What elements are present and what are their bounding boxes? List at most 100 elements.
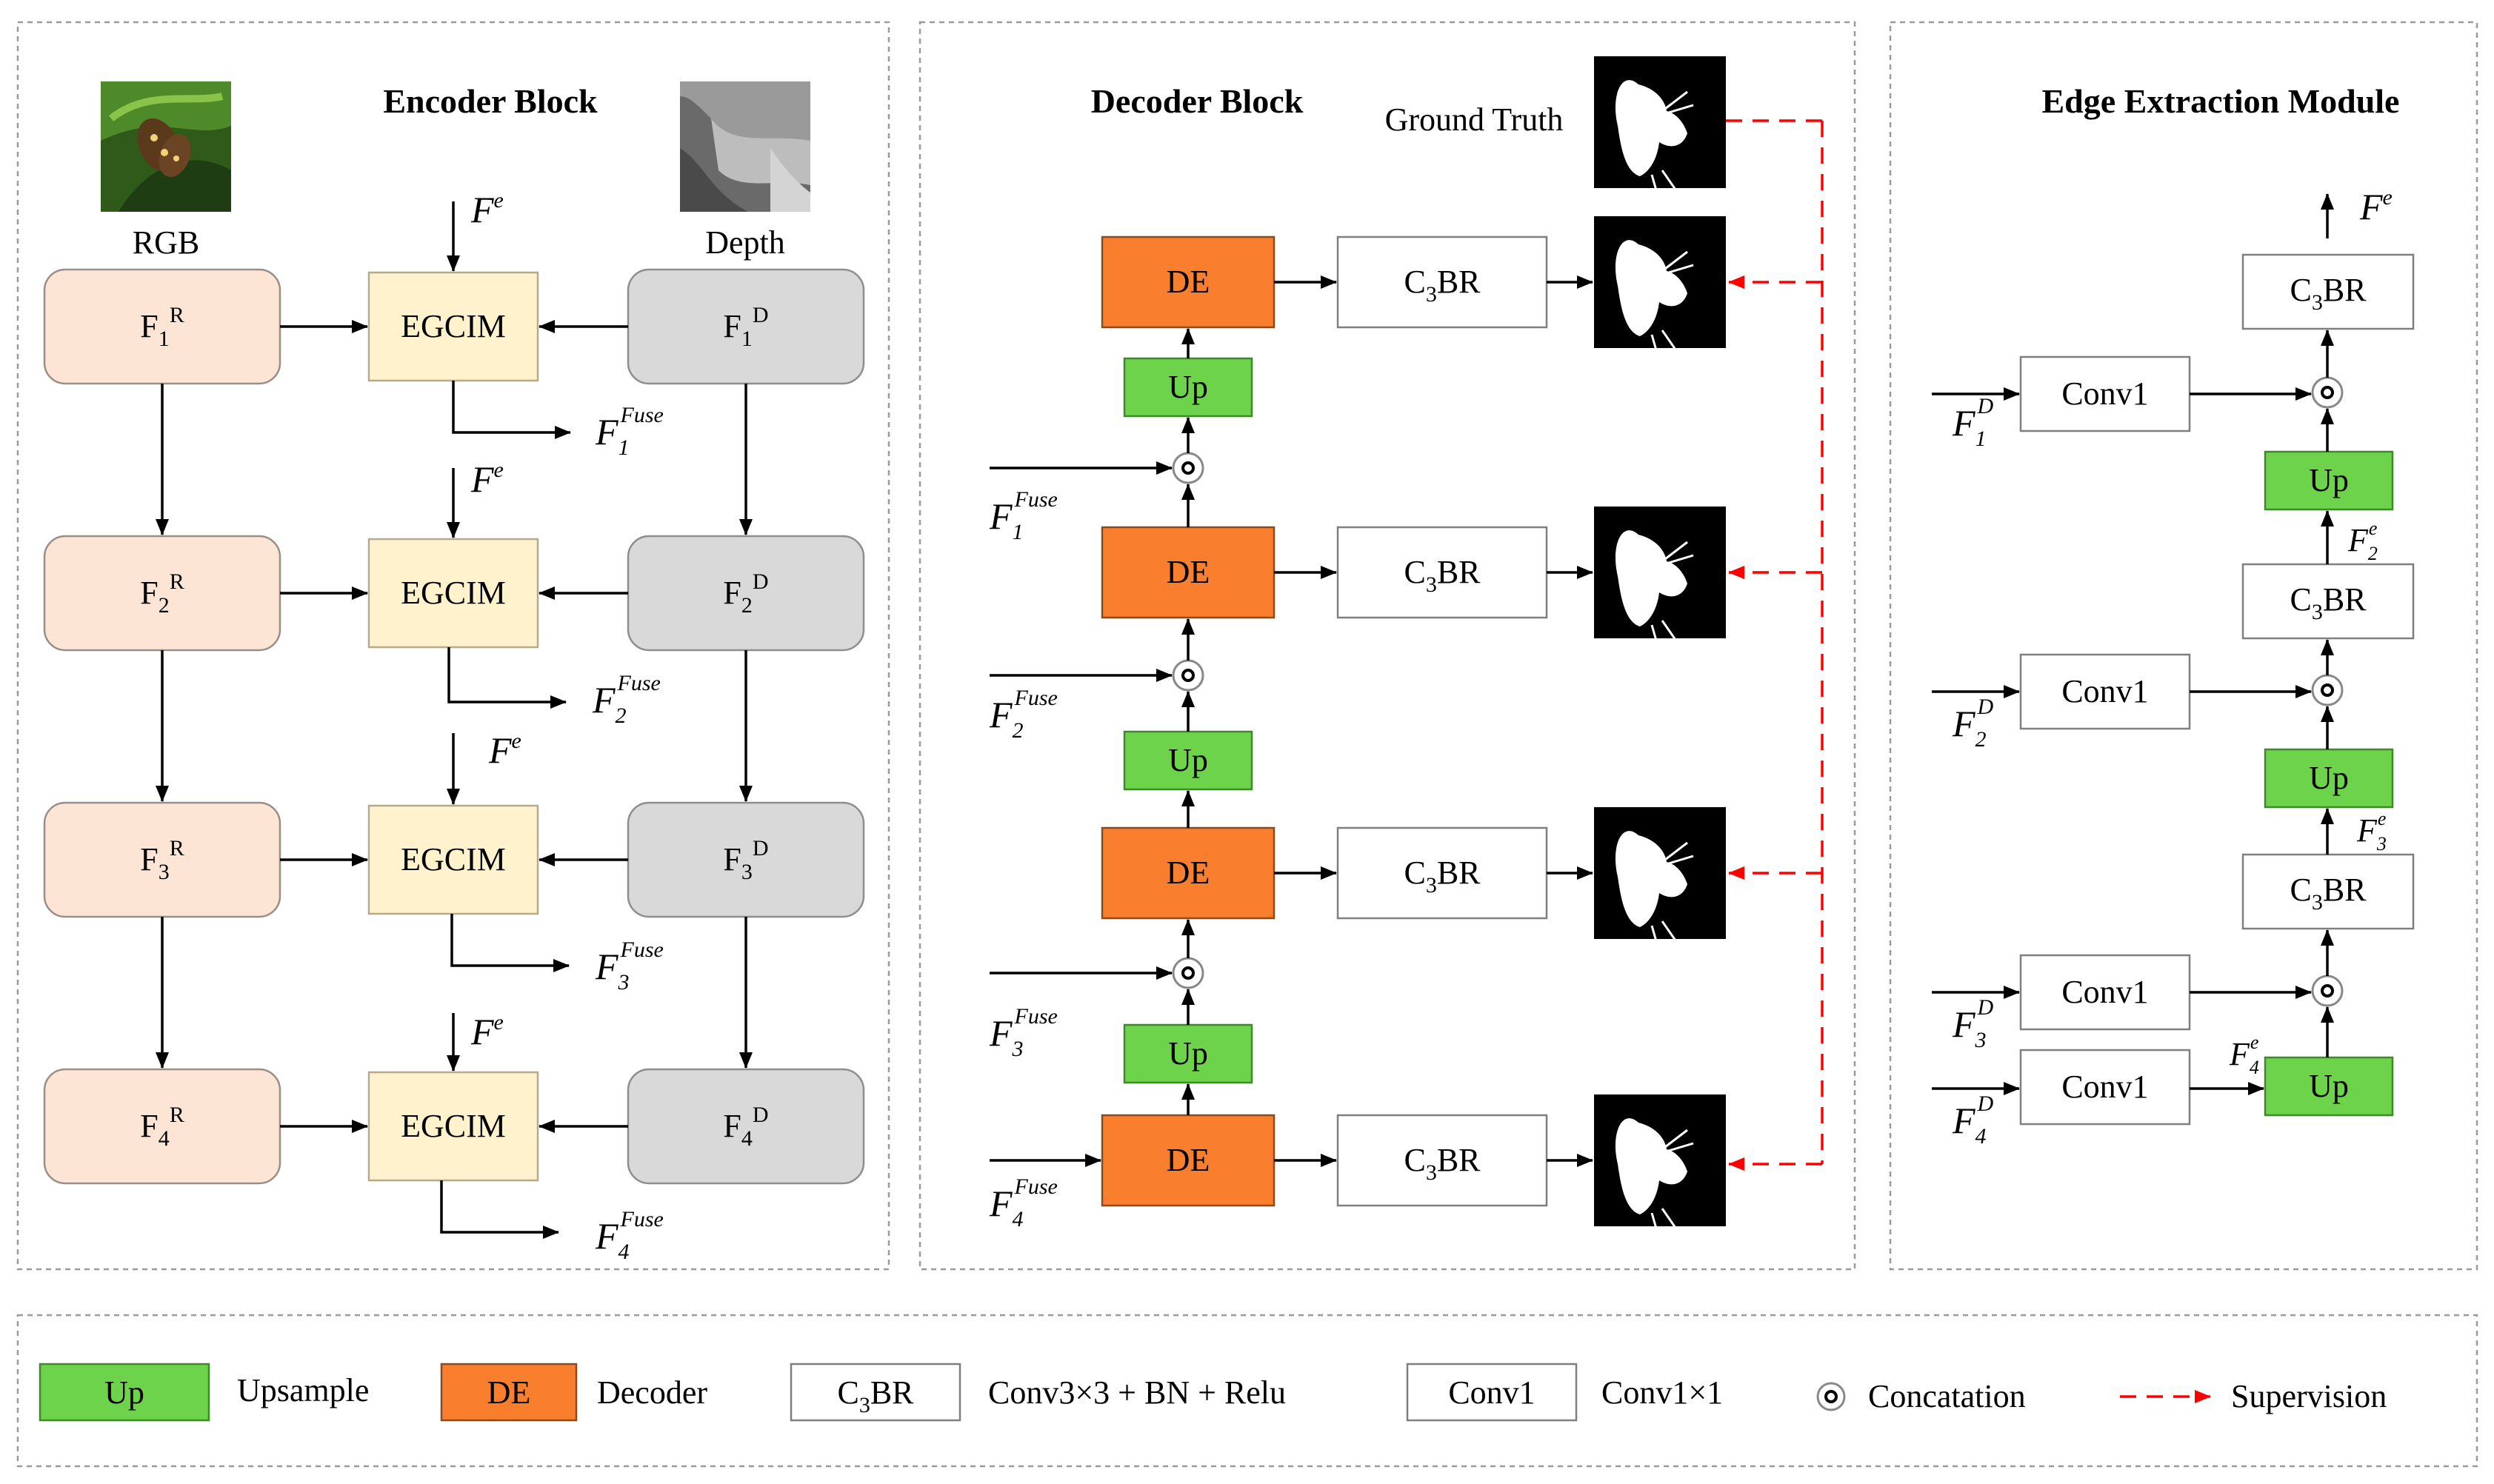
edge-depth-input-3: F3D — [1952, 995, 1994, 1052]
egcim-block — [367, 538, 539, 649]
depth-block-label: F1D — [723, 303, 768, 351]
up-label: Up — [2309, 462, 2349, 498]
decoder-stage-3: DE C3BR — [1101, 807, 1726, 948]
egcim-label: EGCIM — [401, 575, 506, 611]
legend-up-box: Up — [104, 1374, 144, 1411]
legend-c3br-box: C3BR — [837, 1374, 914, 1417]
rgb-block-label: F1R — [140, 303, 184, 351]
fuse-output-1: F1Fuse — [595, 403, 664, 460]
up-label: Up — [1168, 369, 1208, 405]
conv-label: Conv1 — [2061, 673, 2148, 709]
edge-c3br-3: C3BR — [2241, 853, 2415, 930]
de-block — [1101, 526, 1276, 619]
edge-conv-4: Conv1 — [2019, 1049, 2191, 1126]
edge-c3br-1: C3BR — [2241, 253, 2415, 330]
prediction-map — [1594, 216, 1726, 357]
edge-depth-input-2: F2D — [1952, 695, 1994, 752]
edge-feature-input: Fe — [470, 1010, 504, 1052]
decoder-fuse-input-1: F1Fuse — [989, 487, 1058, 544]
edge-feature-input: Fe — [488, 729, 521, 771]
up-label: Up — [2309, 760, 2349, 796]
prediction-map — [1594, 507, 1726, 647]
c3br-block — [1336, 526, 1548, 619]
rgb-input-image — [101, 81, 231, 212]
legend-up-text: Upsample — [237, 1372, 369, 1408]
edge-conv-1: Conv1 — [2019, 355, 2191, 432]
up-label: Up — [1168, 1035, 1208, 1072]
decoder-fuse-input-3: F3Fuse — [989, 1004, 1058, 1061]
legend-supervision-text: Supervision — [2231, 1378, 2387, 1414]
legend-panel — [16, 1314, 2478, 1468]
encoder-title: Encoder Block — [383, 82, 598, 120]
de-block — [1101, 235, 1276, 329]
conv-label: Conv1 — [2061, 1069, 2148, 1105]
de-label: DE — [1167, 264, 1210, 300]
c3br-label: C3BR — [2290, 272, 2367, 315]
egcim-label: EGCIM — [401, 1108, 506, 1144]
decoder-fuse-input-2: F2Fuse — [989, 686, 1058, 743]
depth-block-label: F3D — [723, 836, 768, 884]
legend-up: Up Upsample — [39, 1363, 369, 1422]
egcim-label: EGCIM — [401, 308, 506, 344]
legend-supervision: Supervision — [2120, 1378, 2387, 1414]
fuse-output-3: F3Fuse — [595, 937, 664, 995]
decoder-stage-2: DE C3BR — [1101, 507, 1726, 647]
legend: Up Upsample DE Decoder C3BR Conv3×3 + BN… — [39, 1363, 2387, 1422]
legend-concat: Concatation — [1816, 1378, 2026, 1414]
edge-depth-input-1: F1D — [1952, 394, 1994, 451]
c3br-label: C3BR — [1404, 264, 1481, 307]
edge-up-2: Up — [2264, 748, 2394, 809]
de-block — [1101, 1114, 1276, 1207]
rgb-block-label: F4R — [140, 1103, 184, 1151]
fuse-output-4: F4Fuse — [595, 1207, 664, 1264]
concat-icon — [1816, 1382, 1846, 1411]
legend-concat-text: Concatation — [1868, 1378, 2026, 1414]
egcim-label: EGCIM — [401, 841, 506, 878]
edge-panel — [1889, 21, 2478, 1271]
c3br-block — [1336, 235, 1548, 329]
legend-conv: Conv1 Conv1×1 — [1406, 1363, 1723, 1422]
edge-feature-input: Fe — [470, 188, 504, 230]
edge-feature-3: F3e — [2356, 808, 2387, 855]
c3br-label: C3BR — [1404, 1142, 1481, 1185]
legend-de-box: DE — [487, 1374, 531, 1411]
decoder-fuse-input-4: F4Fuse — [989, 1174, 1058, 1231]
legend-conv-box: Conv1 — [1448, 1374, 1535, 1411]
edge-title: Edge Extraction Module — [2042, 82, 2400, 120]
supervision-lines — [1726, 119, 1824, 1171]
egcim-block — [367, 1071, 539, 1182]
decoder-up-3: Up — [1123, 1023, 1253, 1084]
c3br-block — [1336, 826, 1548, 920]
prediction-map — [1594, 807, 1726, 948]
edge-up-1: Up — [2264, 450, 2394, 511]
depth-block-label: F4D — [723, 1103, 768, 1151]
encoder-row-4: F4R EGCIM F4D Fe F4Fuse — [43, 1010, 865, 1264]
de-label: DE — [1167, 554, 1210, 590]
depth-label: Depth — [705, 224, 785, 261]
fuse-output-2: F2Fuse — [592, 671, 661, 728]
rgb-label: RGB — [133, 224, 199, 261]
c3br-label: C3BR — [2290, 872, 2367, 915]
encoder-panel — [16, 21, 890, 1271]
ground-truth-label: Ground Truth — [1385, 101, 1564, 138]
concat-node — [1172, 957, 1204, 989]
legend-conv-text: Conv1×1 — [1601, 1374, 1723, 1411]
encoder-row-3: F3R EGCIM F3D Fe F3Fuse — [43, 729, 865, 995]
decoder-title: Decoder Block — [1091, 82, 1304, 120]
conv-label: Conv1 — [2061, 375, 2148, 412]
edge-up-3: Up — [2264, 1056, 2394, 1117]
legend-de: DE Decoder — [440, 1363, 707, 1422]
c3br-label: C3BR — [2290, 581, 2367, 624]
depth-input-image — [680, 81, 810, 212]
edge-feature-4: F4e — [2229, 1032, 2259, 1078]
concat-node — [1172, 452, 1204, 484]
edge-feature-input: Fe — [470, 458, 504, 500]
egcim-block — [367, 804, 539, 915]
concat-node — [2311, 674, 2344, 706]
decoder-up-2: Up — [1123, 730, 1253, 791]
edge-conv-2: Conv1 — [2019, 653, 2191, 730]
rgb-block-label: F3R — [140, 836, 184, 884]
decoder-up-1: Up — [1123, 357, 1253, 418]
encoder-row-2: F2R EGCIM F2D Fe F2Fuse — [43, 458, 865, 728]
